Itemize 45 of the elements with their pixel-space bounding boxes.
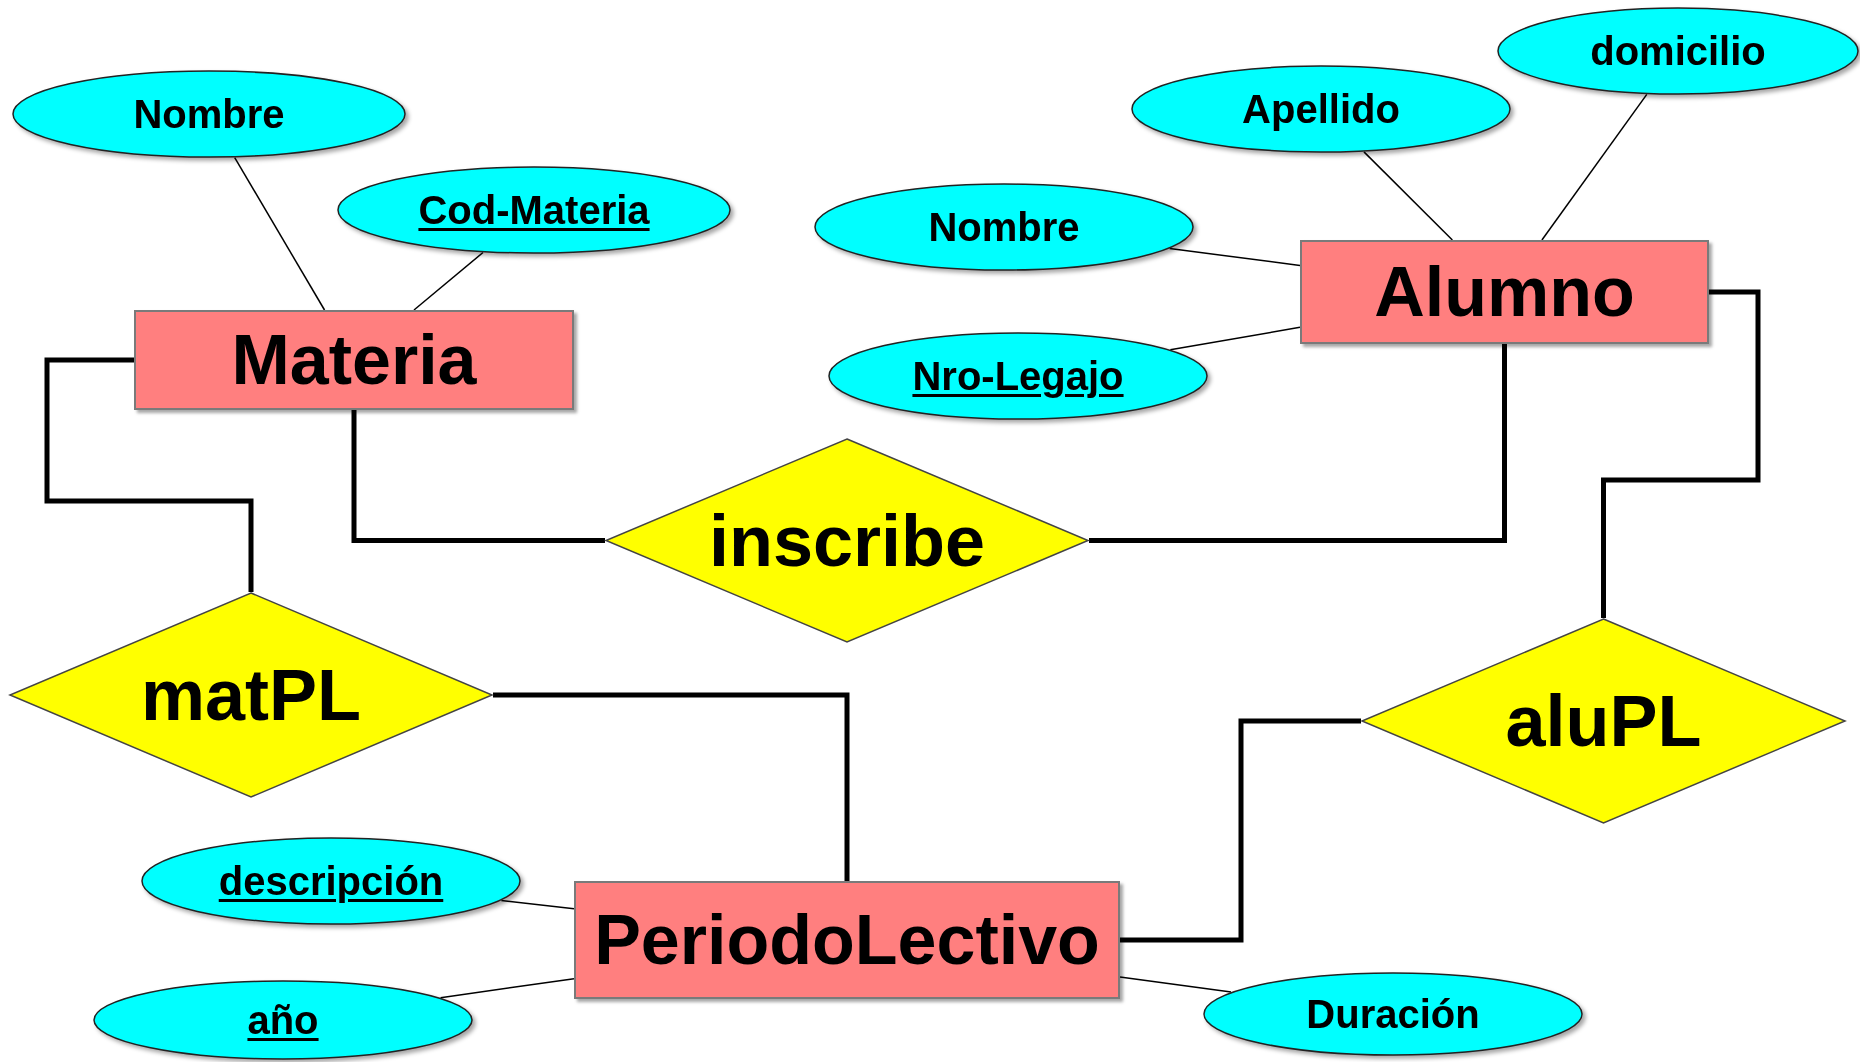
relationship-line bbox=[493, 692, 850, 881]
key-attribute-ellipse bbox=[93, 980, 473, 1060]
relationship-line bbox=[351, 410, 605, 543]
attribute-name: Nombre bbox=[133, 94, 285, 134]
relationship-diamond bbox=[9, 592, 493, 798]
key-attribute-ellipse bbox=[337, 166, 731, 254]
relationship-diamond bbox=[605, 438, 1089, 643]
attribute-name: Cod-Materia bbox=[418, 190, 650, 230]
attribute-ellipse bbox=[814, 183, 1194, 271]
relationship-name: inscribe bbox=[708, 504, 986, 577]
entity-name: Materia bbox=[231, 325, 477, 395]
attribute-ellipse bbox=[12, 70, 406, 158]
attribute-line bbox=[1541, 93, 1648, 241]
attribute-ellipse bbox=[1203, 972, 1583, 1056]
entity-box bbox=[134, 310, 574, 410]
entity-name: Alumno bbox=[1374, 257, 1635, 327]
attribute-name: descripción bbox=[218, 861, 444, 901]
attribute-line bbox=[233, 156, 326, 311]
attribute-name: Nro-Legajo bbox=[912, 356, 1124, 396]
relationship-diamond bbox=[1361, 618, 1846, 824]
attribute-name: domicilio bbox=[1590, 31, 1766, 71]
attribute-name: Nombre bbox=[928, 207, 1080, 247]
attribute-name: Duración bbox=[1306, 994, 1480, 1034]
key-attribute-ellipse bbox=[828, 332, 1208, 420]
attribute-name: Apellido bbox=[1242, 89, 1400, 129]
attribute-line bbox=[413, 251, 484, 311]
entity-name: PeriodoLectivo bbox=[594, 905, 1100, 975]
key-attribute-ellipse bbox=[141, 837, 521, 925]
relationship-name: aluPL bbox=[1505, 685, 1702, 757]
relationship-line bbox=[1089, 344, 1507, 543]
attribute-ellipse bbox=[1497, 7, 1859, 95]
attribute-line bbox=[500, 899, 575, 910]
attribute-line bbox=[1168, 247, 1301, 267]
entity-box bbox=[574, 881, 1120, 999]
relationship-line bbox=[1601, 289, 1761, 618]
attribute-line bbox=[439, 977, 575, 999]
attribute-line bbox=[1119, 976, 1232, 993]
attribute-ellipse bbox=[1131, 65, 1511, 153]
relationship-name: matPL bbox=[140, 659, 361, 731]
attribute-line bbox=[1169, 326, 1301, 351]
relationship-line bbox=[1120, 718, 1361, 943]
attribute-line bbox=[1363, 151, 1454, 241]
attribute-name: año bbox=[247, 1000, 319, 1040]
entity-box bbox=[1300, 240, 1709, 344]
relationship-line bbox=[44, 357, 254, 592]
